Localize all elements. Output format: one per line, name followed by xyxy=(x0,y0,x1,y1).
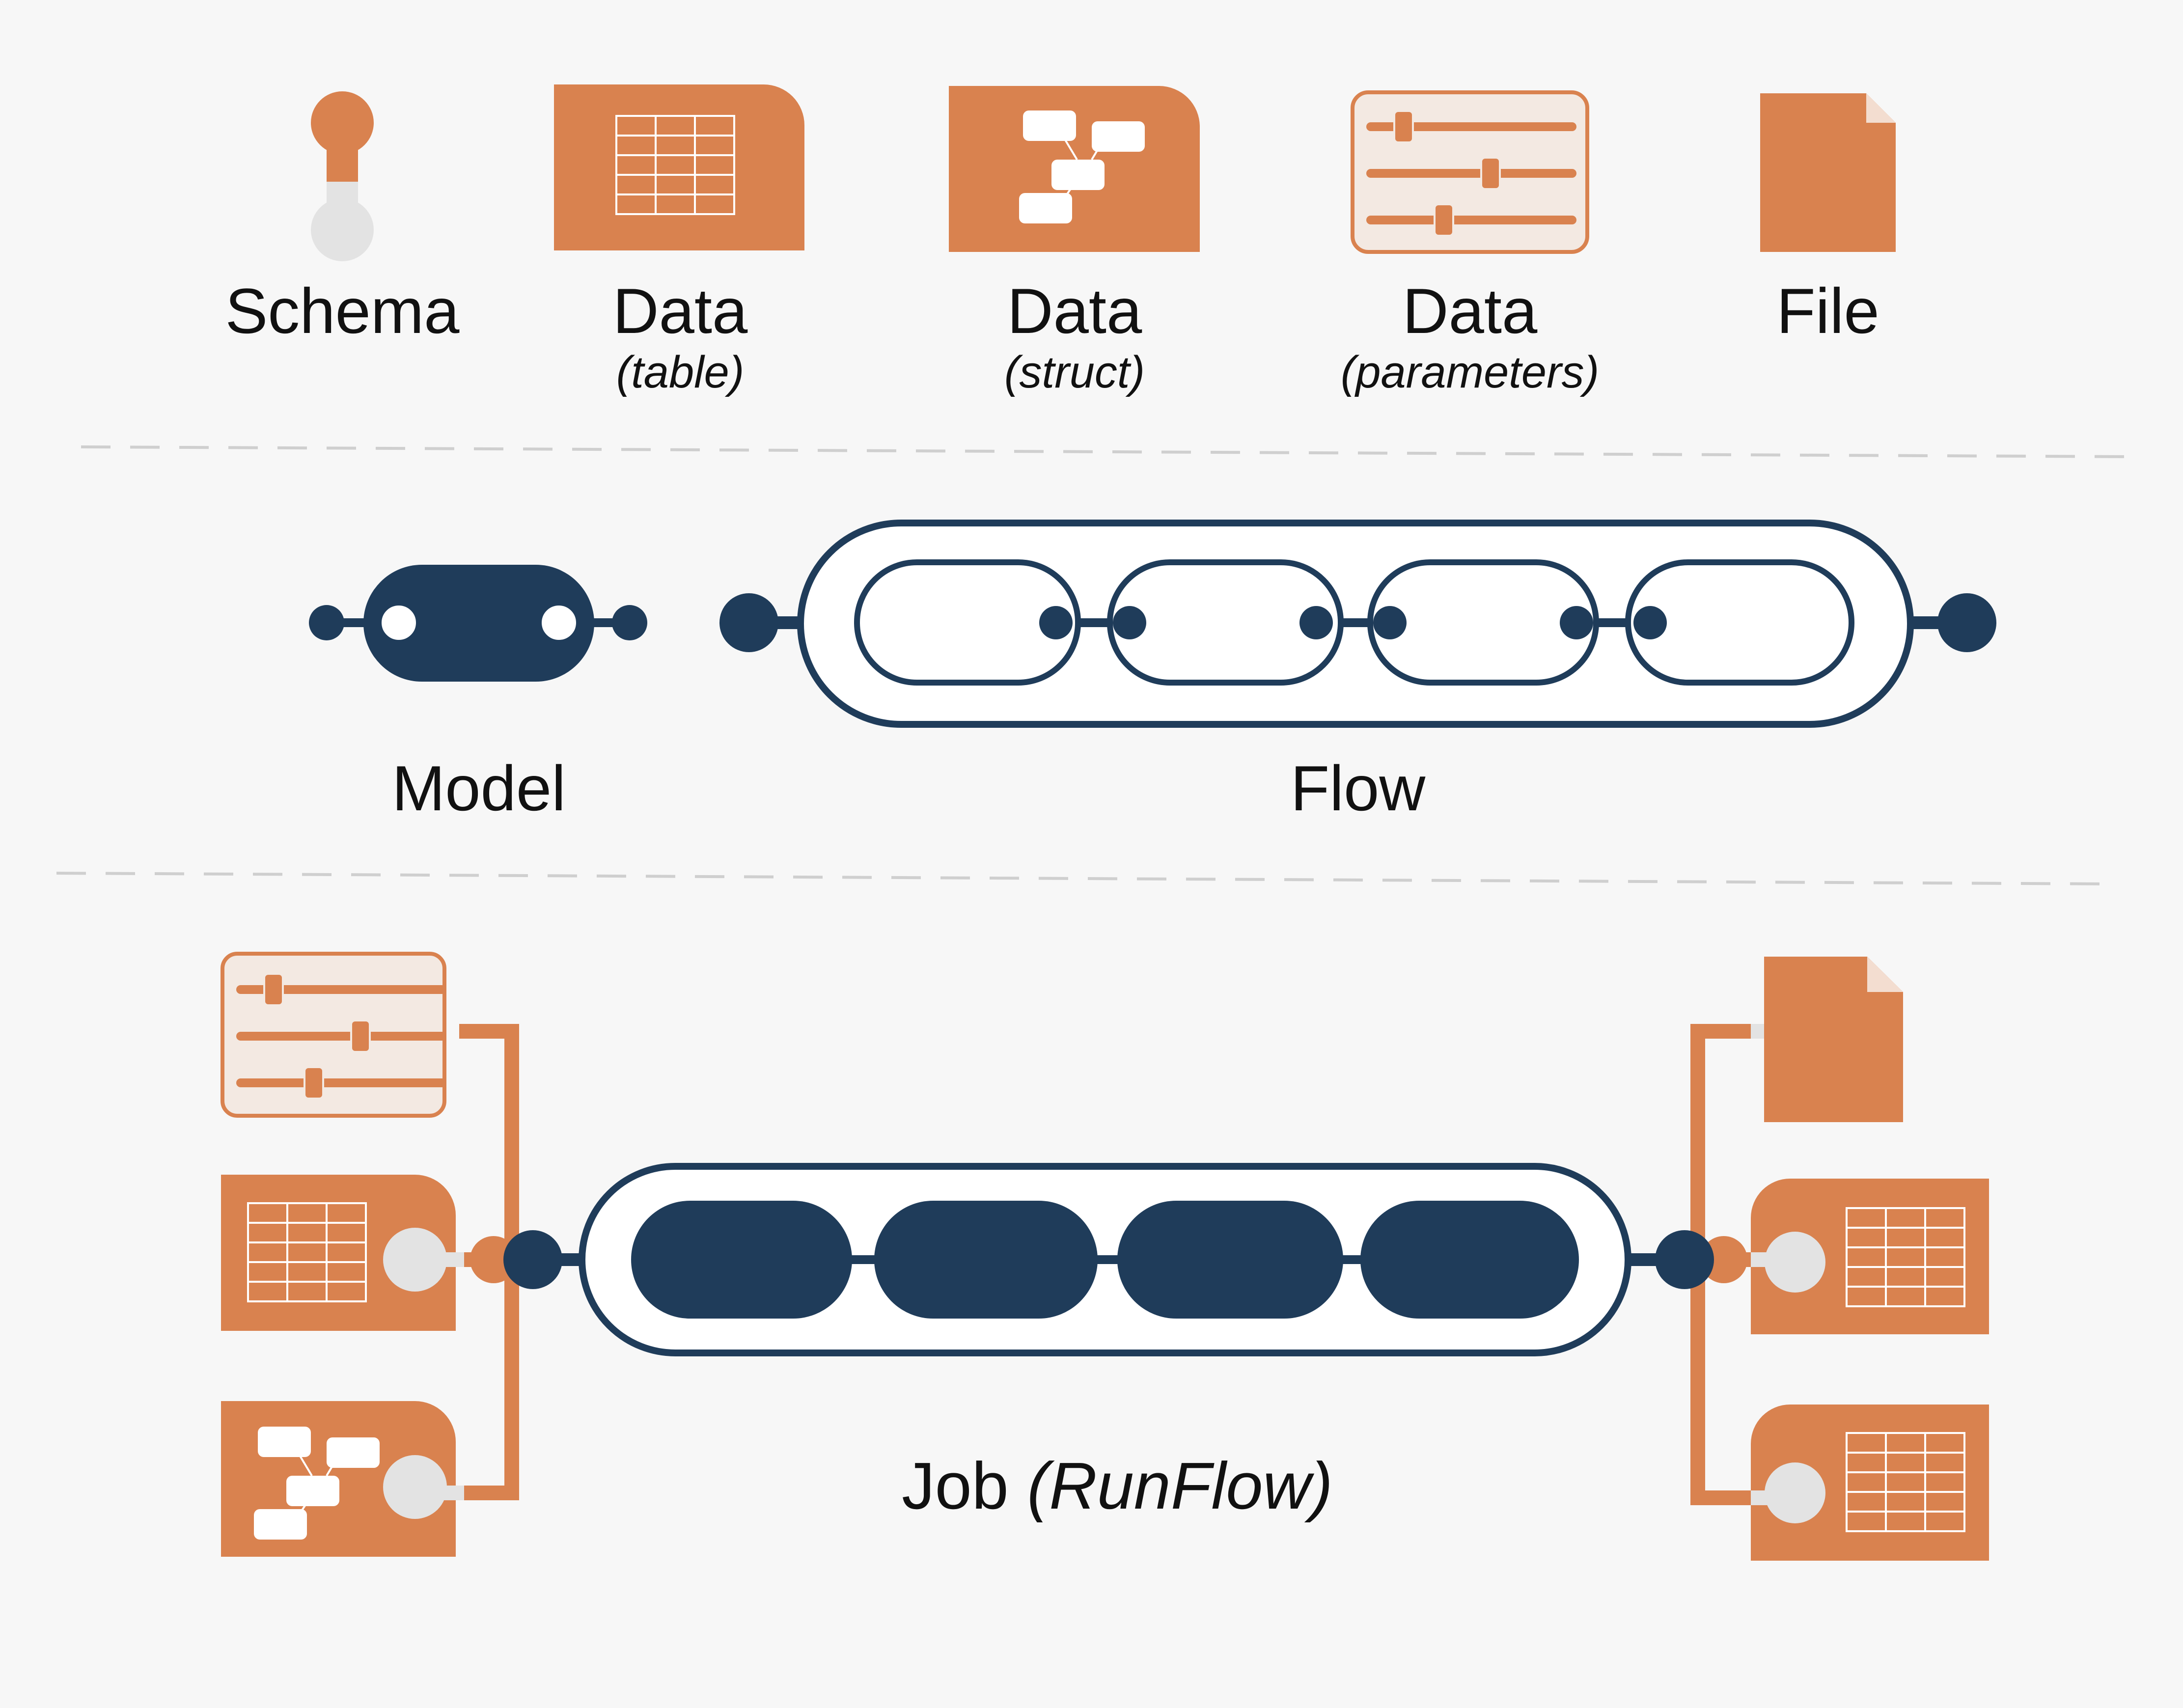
job-label-main: Job xyxy=(902,1449,1009,1523)
schema-icon xyxy=(311,91,374,261)
flow-icon xyxy=(719,520,1996,728)
data-parameters-label: Data xyxy=(1402,275,1538,347)
model-label: Model xyxy=(391,752,566,824)
data-table-icon xyxy=(554,84,804,250)
job-input-parameters-icon xyxy=(221,952,446,1118)
data-struct-label: Data xyxy=(1007,275,1142,347)
job-output-file-icon xyxy=(1751,957,1903,1122)
data-parameters-sublabel: (parameters) xyxy=(1340,347,1600,397)
divider-line-bottom xyxy=(56,872,2112,885)
data-parameters-icon xyxy=(1351,90,1589,254)
file-label: File xyxy=(1776,275,1879,347)
job-input-table-icon xyxy=(221,1175,464,1331)
job-runflow-icon xyxy=(503,1163,1714,1356)
data-struct-sublabel: (struct) xyxy=(1004,347,1145,397)
schema-label: Schema xyxy=(225,275,460,347)
file-icon xyxy=(1760,93,1896,252)
divider-line-top xyxy=(81,445,2137,458)
job-output-table-icon-2 xyxy=(1751,1405,1989,1561)
job-output-table-icon-1 xyxy=(1751,1179,1989,1334)
flow-label: Flow xyxy=(1290,752,1426,824)
job-label-italic: (RunFlow) xyxy=(1027,1449,1333,1523)
data-table-label: Data xyxy=(612,275,748,347)
job-label: Job (RunFlow) xyxy=(902,1453,1333,1519)
data-struct-icon xyxy=(949,86,1200,252)
job-input-struct-icon xyxy=(221,1401,464,1557)
model-icon xyxy=(309,565,647,682)
data-table-sublabel: (table) xyxy=(616,347,745,397)
